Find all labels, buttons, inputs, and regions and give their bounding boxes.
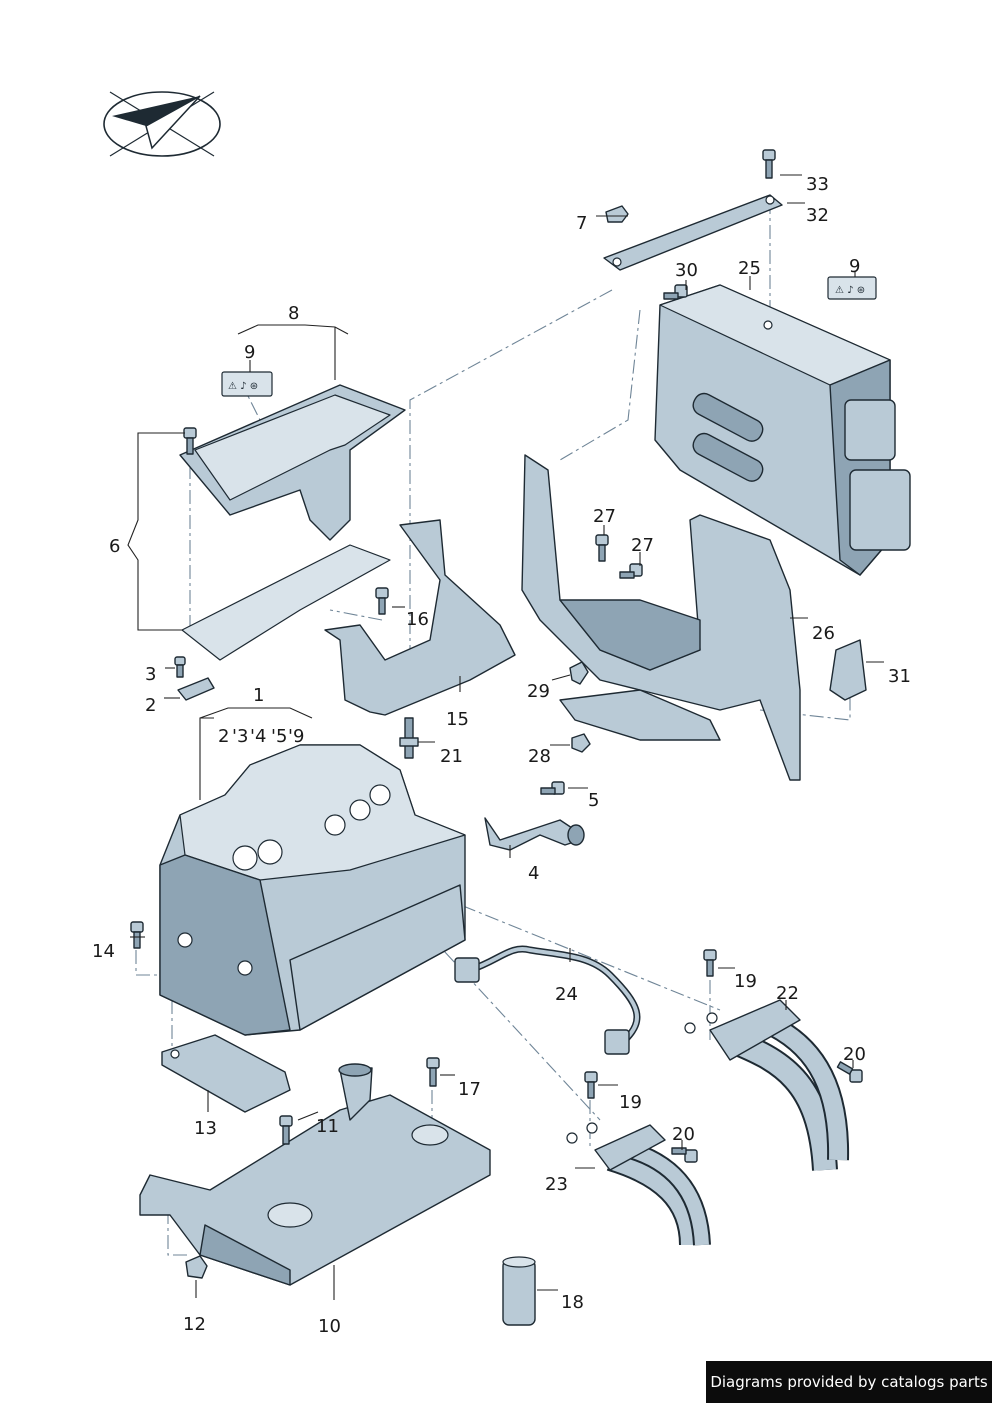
callout-23: 23	[545, 1174, 568, 1195]
bolt-17	[426, 1057, 440, 1087]
callout-3a: 3	[145, 664, 156, 685]
svg-text:⚠ ♪ ⊛: ⚠ ♪ ⊛	[835, 285, 865, 296]
warning-label-left: ⚠ ♪ ⊛	[221, 371, 273, 397]
bolt-11	[279, 1115, 293, 1145]
nut-12	[185, 1255, 208, 1279]
callout-19b: 19	[619, 1092, 642, 1113]
warning-label-right: ⚠ ♪ ⊛	[827, 276, 877, 300]
callout-13: 13	[194, 1118, 217, 1139]
footer-credit: Diagrams provided by catalogs parts	[706, 1361, 992, 1403]
bolt-29	[569, 661, 589, 685]
main-housing	[159, 744, 466, 1036]
callout-8: 8	[288, 303, 299, 324]
control-unit-housing	[654, 284, 911, 576]
cable-set-23	[566, 1122, 711, 1246]
callout-4b: 4	[528, 863, 539, 884]
bolt-27b	[619, 563, 643, 579]
callout-9c: 9	[849, 256, 860, 277]
callout-31: 31	[888, 666, 911, 687]
wiring-harness	[454, 945, 641, 1055]
leader-lines	[127, 174, 884, 1300]
callout-29: 29	[527, 681, 550, 702]
callout-27b: 27	[631, 535, 654, 556]
bolt-16	[375, 587, 389, 615]
callout-10: 10	[318, 1316, 341, 1337]
clip-31	[829, 639, 867, 701]
callout-21: 21	[440, 746, 463, 767]
callout-15: 15	[446, 709, 469, 730]
callout-22: 22	[776, 983, 799, 1004]
callout-25: 25	[738, 258, 761, 279]
bolt-20b	[671, 1147, 698, 1163]
callout-17: 17	[458, 1079, 481, 1100]
cable-set-22	[684, 999, 850, 1171]
callout-16: 16	[406, 609, 429, 630]
callout-20b: 20	[672, 1124, 695, 1145]
clip-2	[177, 677, 215, 701]
callout-11: 11	[316, 1116, 339, 1137]
callout-24: 24	[555, 984, 578, 1005]
bracket-15	[324, 519, 516, 716]
bolt-3	[174, 656, 186, 678]
tray-10	[139, 1063, 491, 1286]
cap-18	[502, 1256, 536, 1326]
callout-14: 14	[92, 941, 115, 962]
callout-20a: 20	[843, 1044, 866, 1065]
bolt-33	[762, 149, 776, 179]
bolt-19a	[703, 949, 717, 977]
bolt-14	[130, 921, 144, 949]
callout-30: 30	[675, 260, 698, 281]
nut-7	[605, 205, 629, 223]
callout-28: 28	[528, 746, 551, 767]
coolant-elbow	[484, 817, 585, 851]
callout-9b: '9	[288, 726, 304, 747]
mounting-strap	[603, 194, 783, 271]
callout-7: 7	[576, 213, 587, 234]
callout-5b: 5	[588, 790, 599, 811]
callout-26: 26	[812, 623, 835, 644]
nut-28	[571, 733, 591, 753]
bolt-6	[183, 427, 197, 455]
carrier-bracket	[521, 454, 801, 781]
callout-12: 12	[183, 1314, 206, 1335]
bolt-19b	[584, 1071, 598, 1099]
callout-5a: '5	[271, 726, 287, 747]
bolt-30	[663, 284, 688, 300]
direction-arrow-icon	[103, 91, 221, 157]
bracket-13	[161, 1034, 291, 1113]
callout-32: 32	[806, 205, 829, 226]
callout-2a: 2	[145, 695, 156, 716]
callout-9a: 9	[244, 342, 255, 363]
cover-plate	[179, 384, 406, 541]
callout-4a: '4	[250, 726, 266, 747]
bolt-27a	[595, 534, 609, 562]
callout-labels: 33 32 7 30 25 9 8 9 6 27 27 26 16 3 31 2…	[92, 174, 911, 1337]
callout-33: 33	[806, 174, 829, 195]
stud-21	[399, 717, 419, 759]
bolt-20a	[836, 1061, 863, 1083]
callout-6: 6	[109, 536, 120, 557]
svg-text:⚠ ♪ ⊛: ⚠ ♪ ⊛	[228, 381, 258, 392]
callout-19a: 19	[734, 971, 757, 992]
callout-3b: '3	[232, 726, 248, 747]
callout-2b: 2	[218, 726, 229, 747]
callout-18: 18	[561, 1292, 584, 1313]
bolt-5	[540, 781, 565, 795]
callout-27a: 27	[593, 506, 616, 527]
gasket	[181, 544, 391, 661]
callout-1: 1	[253, 685, 264, 706]
